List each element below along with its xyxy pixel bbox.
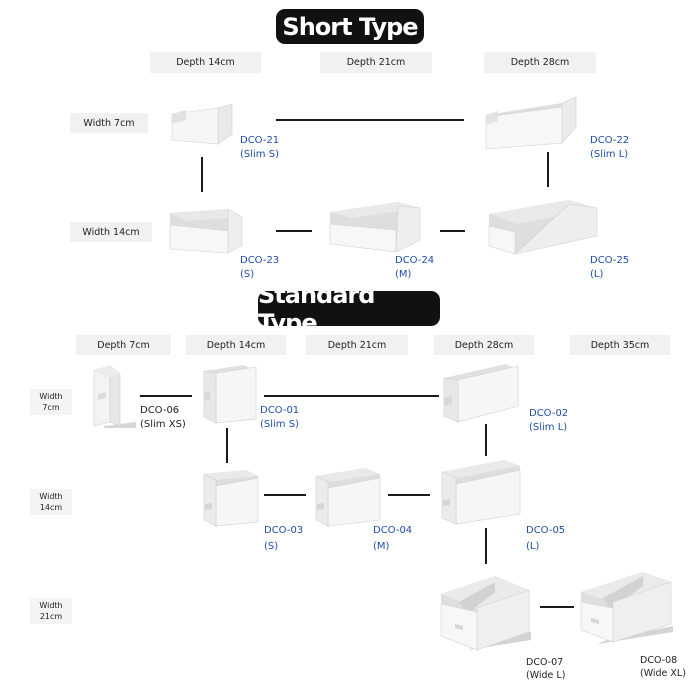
dco-04-code: DCO-04 [373,525,413,536]
std-depth-28-header: Depth 28cm [434,335,534,355]
dco-21-label: DCO-21 (Slim S) [240,134,279,162]
std-connector-02-05 [485,424,487,456]
short-connector-24-25 [440,230,465,232]
dco-24-box-image [329,202,421,253]
std-depth-21-header: Depth 21cm [306,335,408,355]
dco-08-code: DCO-08 [640,655,678,666]
dco-25-box-image [488,200,598,255]
short-depth-28-header: Depth 28cm [484,52,596,73]
dco-01-label: DCO-01 (Slim S) [260,404,299,432]
std-depth-14-header: Depth 14cm [186,335,286,355]
short-depth-21-header: Depth 21cm [320,52,432,73]
dco-03-label: DCO-03 (S) [264,523,303,555]
std-connector-04-05 [388,494,430,496]
dco-05-name: (L) [526,541,540,552]
dco-03-code: DCO-03 [264,525,304,536]
dco-24-name: (M) [395,269,412,280]
std-width-21-line1: Width [39,601,63,610]
short-type-title: Short Type [276,9,424,44]
std-depth-7-header: Depth 7cm [76,335,171,355]
std-connector-01-03 [226,428,228,463]
dco-01-box-image [203,365,257,424]
dco-08-box-image [580,572,673,644]
dco-06-code: DCO-06 [140,405,180,416]
dco-05-code: DCO-05 [526,525,566,536]
dco-03-name: (S) [264,541,279,552]
dco-23-label: DCO-23 (S) [240,254,279,282]
std-width-21-label: Width 21cm [30,598,72,624]
dco-24-label: DCO-24 (M) [395,254,434,282]
short-width-14-label: Width 14cm [70,222,152,242]
dco-25-code: DCO-25 [590,255,630,266]
std-connector-01-02 [264,395,439,397]
dco-08-name: (Wide XL) [640,668,686,679]
std-width-14-label: Width 14cm [30,489,72,515]
dco-04-label: DCO-04 (M) [373,523,412,555]
dco-22-label: DCO-22 (Slim L) [590,134,629,162]
dco-08-label: DCO-08 (Wide XL) [640,654,686,680]
dco-07-code: DCO-07 [526,657,564,668]
std-width-7-line2: 7cm [42,403,60,412]
std-connector-06-01 [140,395,192,397]
short-connector-23-24 [276,230,312,232]
dco-01-name: (Slim S) [260,419,299,430]
dco-04-box-image [315,468,381,527]
std-depth-35-header: Depth 35cm [570,335,670,355]
dco-02-name: (Slim L) [529,422,568,433]
std-width-7-line1: Width [39,392,63,401]
dco-07-box-image [440,576,531,651]
dco-02-code: DCO-02 [529,408,569,419]
dco-23-box-image [169,208,243,254]
dco-23-code: DCO-23 [240,255,280,266]
std-connector-05-07 [485,528,487,564]
dco-24-code: DCO-24 [395,255,435,266]
dco-04-name: (M) [373,541,390,552]
short-depth-14-header: Depth 14cm [150,52,261,73]
dco-25-name: (L) [590,269,604,280]
dco-06-name: (Slim XS) [140,419,186,430]
standard-type-title: Standard Type [258,281,440,337]
dco-06-label: DCO-06 (Slim XS) [140,404,186,432]
dco-22-name: (Slim L) [590,149,629,160]
short-connector-21-22 [276,119,464,121]
dco-21-name: (Slim S) [240,149,279,160]
dco-07-label: DCO-07 (Wide L) [526,656,565,682]
dco-25-label: DCO-25 (L) [590,254,629,282]
dco-07-name: (Wide L) [526,670,566,681]
dco-23-name: (S) [240,269,255,280]
dco-21-box-image [171,103,233,145]
dco-03-box-image [203,470,259,527]
std-connector-07-08 [540,606,574,608]
dco-02-box-image [443,364,519,423]
dco-22-box-image [485,96,577,150]
short-width-7-label: Width 7cm [70,113,148,133]
std-width-21-line2: 21cm [39,612,63,621]
dco-22-code: DCO-22 [590,135,630,146]
dco-02-label: DCO-02 (Slim L) [529,407,568,435]
dco-05-label: DCO-05 (L) [526,523,565,555]
dco-01-code: DCO-01 [260,405,300,416]
std-width-14-line2: 14cm [39,503,63,512]
std-width-7-label: Width 7cm [30,389,72,415]
std-connector-03-04 [264,494,306,496]
short-connector-21-23 [201,157,203,192]
short-connector-22-25 [547,152,549,187]
dco-21-code: DCO-21 [240,135,280,146]
dco-05-box-image [441,460,521,525]
std-width-14-line1: Width [39,492,63,501]
dco-06-box-image [93,365,136,428]
